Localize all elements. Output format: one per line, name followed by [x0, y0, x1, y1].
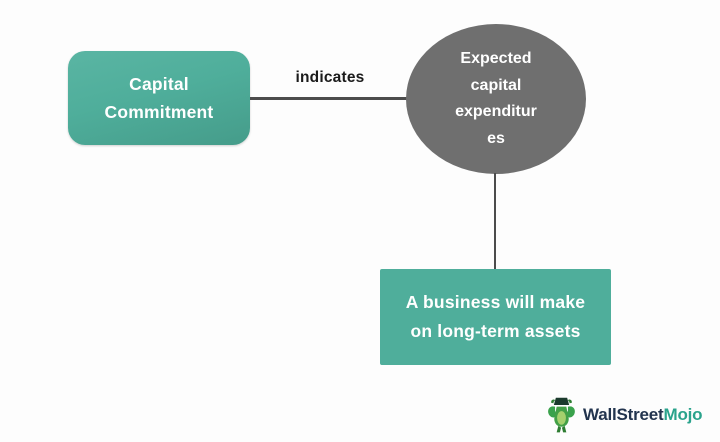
node-expected-capex-line3: expenditur	[455, 103, 537, 120]
node-capital-commitment-line2: Commitment	[104, 102, 214, 122]
node-long-term-assets-line2: on long-term assets	[410, 321, 581, 341]
wallstreetmojo-logo: WallStreetMojo	[547, 393, 703, 437]
node-capital-commitment-line1: Capital	[129, 74, 189, 94]
node-long-term-assets: A business will make on long-term assets	[380, 269, 611, 365]
node-expected-capex-line1: Expected	[460, 50, 532, 67]
node-expected-capex-line4: es	[487, 129, 505, 147]
node-expected-capital-expenditures: Expected capital expenditur es	[406, 24, 586, 174]
node-capital-commitment: Capital Commitment	[68, 51, 250, 145]
logo-text-mojo: Mojo	[663, 405, 703, 424]
connector-horizontal-line	[250, 97, 407, 100]
connector-vertical-line	[494, 173, 496, 270]
bull-icon	[547, 395, 576, 436]
logo-text-wallstreet: WallStreet	[583, 405, 664, 424]
logo-wordmark: WallStreetMojo	[583, 405, 703, 425]
edge-label-indicates: indicates	[295, 69, 365, 86]
node-expected-capex-line2: capital	[470, 76, 522, 94]
node-long-term-assets-line1: A business will make	[405, 292, 586, 312]
